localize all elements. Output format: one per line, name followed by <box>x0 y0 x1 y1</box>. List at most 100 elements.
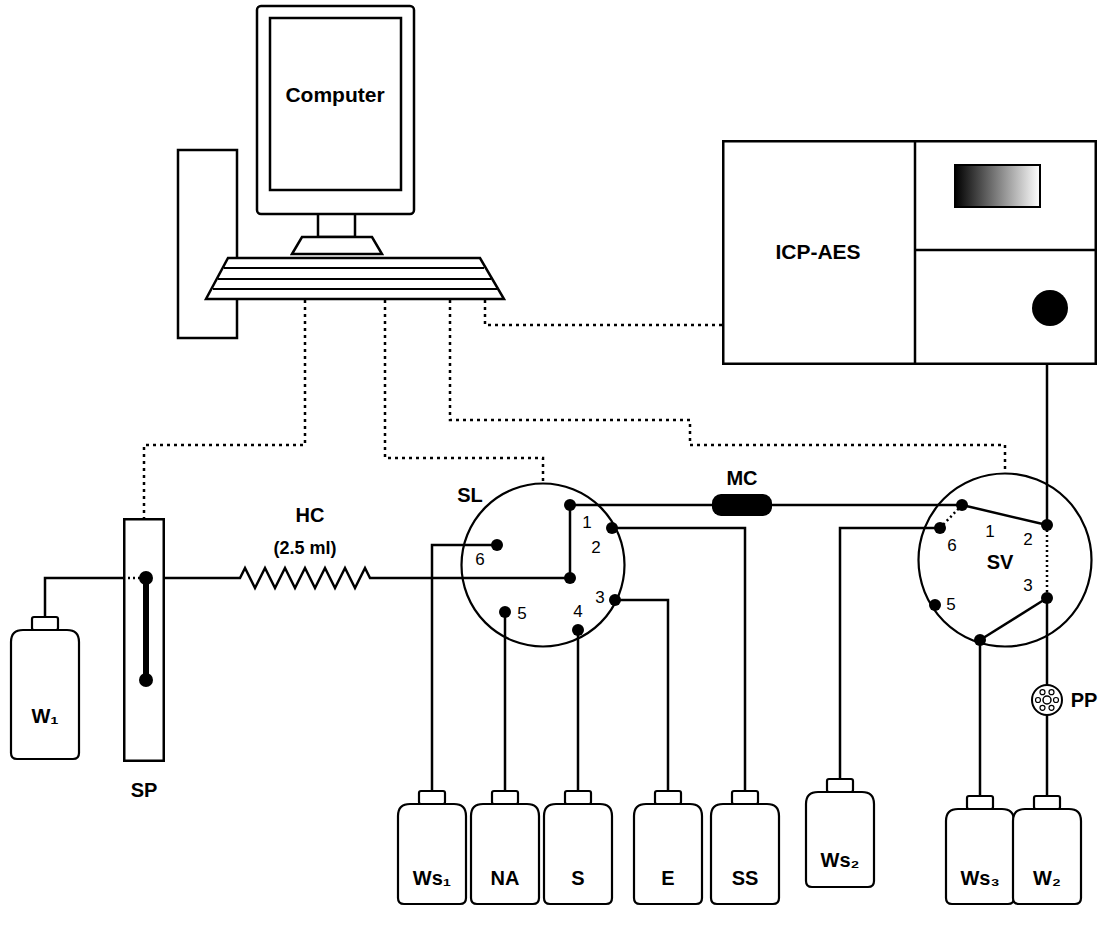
keyboard <box>206 258 504 299</box>
peristaltic-pump <box>1032 685 1062 715</box>
reservoir-bottle: W₁ <box>10 616 80 760</box>
tubing-line <box>45 578 123 616</box>
port-number: 1 <box>985 522 994 542</box>
node-outline <box>10 616 80 760</box>
control-line <box>485 300 722 325</box>
coil-name: HC <box>296 504 325 527</box>
bottle-cap <box>827 779 853 792</box>
tubing-line <box>840 528 940 778</box>
port-number: 3 <box>1023 576 1032 596</box>
reservoir-bottle: Ws₁ <box>397 790 467 905</box>
port-dot <box>564 499 576 511</box>
pump-housing <box>1032 685 1062 715</box>
bottle-body <box>398 804 466 904</box>
bottle-body <box>946 809 1014 904</box>
node-label: Ws₂ <box>821 849 860 872</box>
node-label: SP <box>131 779 158 802</box>
valve-channel <box>962 505 1047 525</box>
node-label: Computer <box>285 83 384 107</box>
bottle-cap <box>655 791 681 804</box>
port-number: 2 <box>1023 530 1032 550</box>
tubing-line <box>577 630 580 790</box>
computer-tower <box>178 150 237 338</box>
pump-roller <box>1049 705 1054 710</box>
bottle-body <box>634 804 702 904</box>
syringe-plunger <box>143 578 149 680</box>
tubing-line <box>432 545 497 790</box>
bottle-body <box>806 792 874 887</box>
bottle-body <box>1013 809 1081 904</box>
selection-valve: SL <box>460 482 626 648</box>
node-label: SL <box>457 484 483 507</box>
node-label: Ws₁ <box>413 867 451 890</box>
valve-channel <box>569 505 572 578</box>
display-window <box>955 165 1040 207</box>
monitor-stand <box>318 213 355 237</box>
port-number: 2 <box>591 538 600 558</box>
port-number: 6 <box>947 536 956 556</box>
port-dot <box>139 571 153 585</box>
computer-workstation: Computer <box>178 5 505 340</box>
bottle-cap <box>492 791 518 804</box>
control-line <box>385 300 543 482</box>
valve-channel <box>980 598 1047 640</box>
pump-roller <box>1054 698 1059 703</box>
port-number: 6 <box>475 550 484 570</box>
port-dot <box>1041 592 1053 604</box>
valve-channel-alt <box>1046 525 1049 598</box>
bottle-cap <box>565 791 591 804</box>
node-label: SV <box>987 551 1014 574</box>
port-dot <box>491 539 503 551</box>
tubing-line <box>165 568 570 588</box>
reservoir-bottle: E <box>633 790 703 905</box>
monitor-screen <box>270 18 401 190</box>
bottle-cap <box>1034 796 1060 809</box>
reservoir-bottle: W₂ <box>1012 795 1082 905</box>
node-label: NA <box>491 867 520 890</box>
node-outline <box>123 518 165 762</box>
tubing-line <box>979 640 982 795</box>
bottle-cap <box>419 791 445 804</box>
port-dot <box>499 606 511 618</box>
port-dot <box>564 572 576 584</box>
reservoir-bottle: Ws₃ <box>945 795 1015 905</box>
bottle-body <box>711 804 779 904</box>
port-number: 3 <box>595 588 604 608</box>
bottle-cap <box>32 617 58 630</box>
control-knob <box>1032 290 1068 326</box>
monitor-frame <box>257 6 414 214</box>
pump-name: PP <box>1071 689 1098 712</box>
pump-roller <box>1040 690 1045 695</box>
node-label: ICP-AES <box>775 240 860 264</box>
tubing-line <box>615 600 668 790</box>
keyboard-row <box>224 267 484 269</box>
pump-roller <box>1040 705 1045 710</box>
node-outline <box>460 482 626 648</box>
control-line <box>450 300 1005 472</box>
bottle-body <box>11 630 79 759</box>
port-dot <box>1041 519 1053 531</box>
syringe-pump: SP <box>123 518 165 762</box>
monitor-base <box>292 237 382 254</box>
node-label: SS <box>732 867 759 890</box>
switching-valve: SV <box>917 472 1093 648</box>
port-dot <box>956 499 968 511</box>
pump-body <box>124 519 164 761</box>
node-outline <box>178 5 505 340</box>
reservoir-bottle: SS <box>710 790 780 905</box>
port-number: 5 <box>946 595 955 615</box>
reservoir-bottle: S <box>543 790 613 905</box>
panel-divider <box>914 140 917 365</box>
bottle-body <box>471 804 539 904</box>
instrument-outline <box>723 141 1096 364</box>
column-body <box>712 494 772 516</box>
bottle-cap <box>732 791 758 804</box>
valve-outline <box>919 474 1092 647</box>
port-dot <box>572 624 584 636</box>
port-dot <box>139 673 153 687</box>
node-outline <box>712 494 772 516</box>
reservoir-bottle: NA <box>470 790 540 905</box>
node-label: E <box>661 867 674 890</box>
mini-column: MC <box>712 494 772 516</box>
